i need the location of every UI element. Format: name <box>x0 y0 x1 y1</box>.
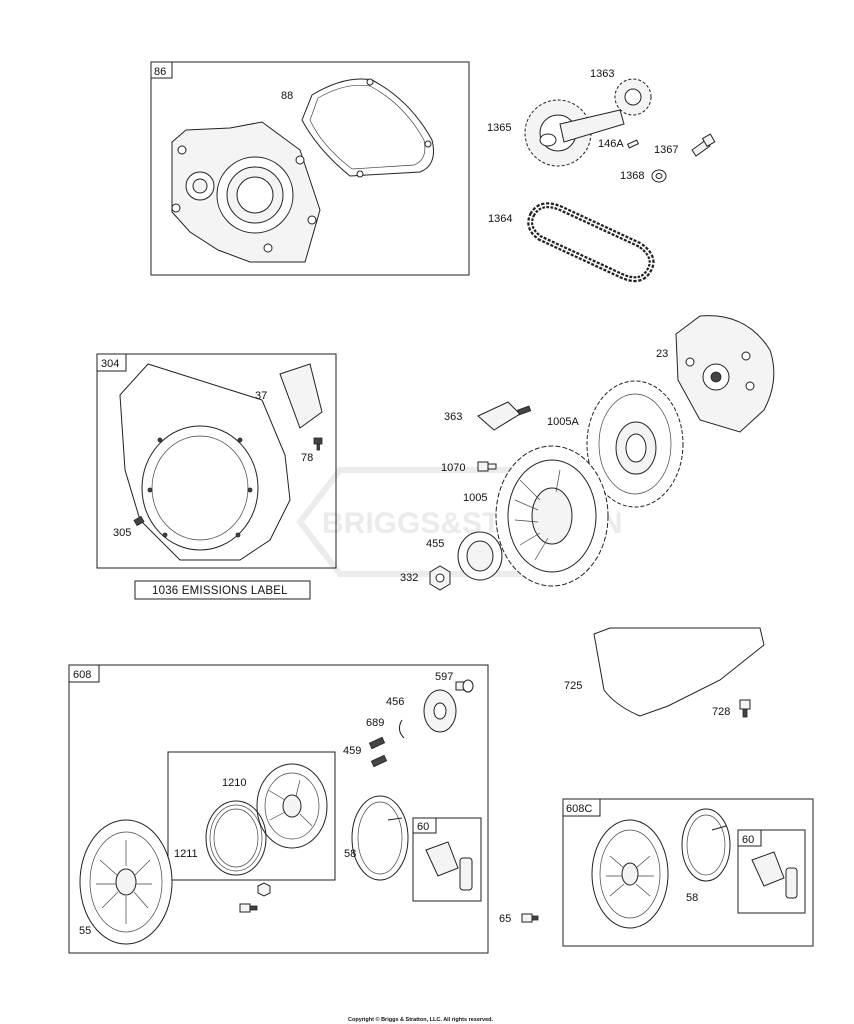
group-608-label: 608 <box>73 669 91 681</box>
pin-part[interactable] <box>626 139 640 149</box>
screw-78-part[interactable] <box>313 437 323 451</box>
part-label-146a: 146A <box>598 138 624 150</box>
emissions-label-box: 1036 EMISSIONS LABEL <box>134 580 311 600</box>
copyright-text: Copyright © Briggs & Stratton, LLC. All … <box>348 1016 494 1023</box>
emissions-label-text: 1036 EMISSIONS LABEL <box>152 585 288 597</box>
group-86-label: 86 <box>154 66 166 78</box>
flywheel-part[interactable] <box>495 445 609 587</box>
group-304-box: 304 <box>96 353 337 569</box>
part-label-305: 305 <box>113 527 131 539</box>
part-label-1005a: 1005A <box>547 416 579 428</box>
part-label-363: 363 <box>444 411 462 423</box>
part-label-37: 37 <box>255 390 267 402</box>
starter-housing-part[interactable] <box>79 819 173 945</box>
group-304-label: 304 <box>101 358 119 370</box>
part-label-332: 332 <box>400 572 418 584</box>
starter-rope-part[interactable] <box>351 795 409 881</box>
part-label-1070: 1070 <box>441 462 465 474</box>
part-label-1211: 1211 <box>174 848 198 860</box>
group-60-box-b: 60 <box>737 829 806 914</box>
large-sprocket-shaft-part[interactable] <box>524 99 625 167</box>
blower-housing-part[interactable] <box>119 363 291 561</box>
group-86-box: 86 <box>150 61 470 276</box>
part-label-597: 597 <box>435 671 453 683</box>
chain-part[interactable] <box>527 202 655 283</box>
crankcase-cover-part[interactable] <box>171 121 321 263</box>
group-60-label-a: 60 <box>417 821 429 833</box>
shield-part[interactable] <box>593 627 765 717</box>
ignition-armature-part[interactable] <box>477 401 532 431</box>
pulley-subassembly-box <box>167 751 336 881</box>
part-label-456: 456 <box>386 696 404 708</box>
baffle-plate-part[interactable] <box>279 363 323 429</box>
starter-cup-part[interactable] <box>457 531 503 581</box>
screw-305-part[interactable] <box>133 515 145 527</box>
group-60-label-b: 60 <box>742 834 754 846</box>
part-label-1005: 1005 <box>463 492 487 504</box>
bolt-1367-part[interactable] <box>691 133 716 157</box>
spring-clip-part[interactable] <box>398 719 405 739</box>
part-label-78: 78 <box>301 452 313 464</box>
nut-part[interactable] <box>429 565 451 591</box>
part-label-1367: 1367 <box>654 144 678 156</box>
part-label-689: 689 <box>366 717 384 729</box>
starter-handle-part[interactable] <box>425 841 473 891</box>
group-608c-label: 608C <box>566 803 592 815</box>
part-label-1368: 1368 <box>620 170 644 182</box>
part-label-55: 55 <box>79 925 91 937</box>
pawl-plate-part[interactable] <box>423 689 457 733</box>
nut-screw-small-part[interactable] <box>239 882 271 913</box>
part-label-1365: 1365 <box>487 122 511 134</box>
part-label-58b: 58 <box>686 892 698 904</box>
part-label-728: 728 <box>712 706 730 718</box>
bolt-1070-part[interactable] <box>477 461 497 472</box>
flywheel-fan-part[interactable] <box>586 380 684 508</box>
screw-65-part[interactable] <box>521 913 539 923</box>
gasket-part[interactable] <box>301 78 434 178</box>
starter-housing-c-part[interactable] <box>591 819 669 929</box>
group-608-box: 608 <box>68 664 489 954</box>
small-sprocket-part[interactable] <box>614 78 652 116</box>
pawl-part[interactable] <box>368 736 388 768</box>
flywheel-plate-part[interactable] <box>675 315 775 433</box>
part-label-455: 455 <box>426 538 444 550</box>
part-label-65: 65 <box>499 913 511 925</box>
screw-728-part[interactable] <box>739 699 751 718</box>
part-label-1210: 1210 <box>222 777 246 789</box>
part-label-1364: 1364 <box>488 213 512 225</box>
starter-handle-c-part[interactable] <box>751 851 798 899</box>
starter-rope-c-part[interactable] <box>681 808 731 882</box>
group-608c-box: 608C <box>562 798 814 947</box>
group-60-box-a: 60 <box>412 817 482 902</box>
part-label-459: 459 <box>343 745 361 757</box>
part-label-725: 725 <box>564 680 582 692</box>
part-label-23: 23 <box>656 348 668 360</box>
recoil-spring-part[interactable] <box>205 800 267 876</box>
part-label-58a: 58 <box>344 848 356 860</box>
washer-part[interactable] <box>651 169 667 183</box>
bolt-597-part[interactable] <box>455 679 474 693</box>
part-label-88: 88 <box>281 90 293 102</box>
part-label-1363: 1363 <box>590 68 614 80</box>
pulley-part[interactable] <box>256 763 328 849</box>
